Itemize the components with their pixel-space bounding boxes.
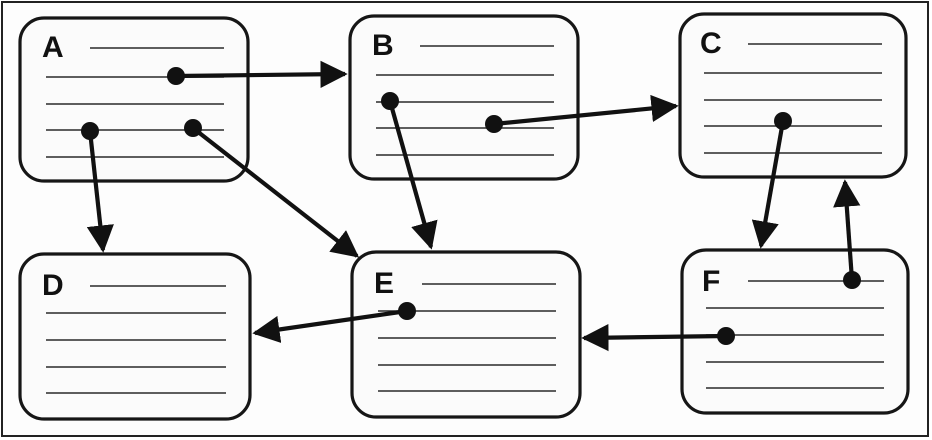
bullet-dot bbox=[843, 271, 861, 289]
bullet-dot bbox=[81, 122, 99, 140]
node-c-label: C bbox=[700, 27, 722, 60]
node-e-box bbox=[350, 250, 582, 419]
node-f-box bbox=[680, 248, 910, 415]
bullet-dot bbox=[717, 327, 735, 345]
node-d-label: D bbox=[42, 269, 64, 302]
edge-a-to-b bbox=[175, 60, 348, 88]
node-f: F bbox=[680, 248, 910, 415]
node-c-box bbox=[678, 12, 908, 179]
links bbox=[86, 60, 861, 352]
edge-b-to-e bbox=[387, 100, 438, 250]
bullet-dot bbox=[167, 67, 185, 85]
node-b: B bbox=[348, 14, 580, 181]
node-d: D bbox=[18, 252, 252, 421]
edge-c-to-f bbox=[751, 120, 786, 249]
node-a: A bbox=[18, 16, 250, 183]
node-f-label: F bbox=[702, 265, 720, 298]
node-b-label: B bbox=[372, 29, 394, 62]
bullet-dot bbox=[485, 115, 503, 133]
node-a-box bbox=[18, 16, 250, 183]
edge-a-to-d bbox=[86, 130, 114, 253]
node-d-box bbox=[18, 252, 252, 421]
node-a-label: A bbox=[42, 31, 64, 64]
bullet-dot bbox=[398, 302, 416, 320]
node-b-box bbox=[348, 14, 580, 181]
node-c: C bbox=[678, 12, 908, 179]
node-e: E bbox=[350, 250, 582, 419]
bullet-dot bbox=[184, 119, 202, 137]
edge-f-to-c bbox=[833, 179, 861, 281]
edge-b-to-c bbox=[493, 94, 679, 127]
edge-f-to-e bbox=[581, 324, 727, 352]
bullet-dot bbox=[381, 92, 399, 110]
bullet-dot bbox=[774, 112, 792, 130]
node-e-label: E bbox=[374, 267, 394, 300]
edge-e-to-d bbox=[252, 308, 408, 343]
edge-a-to-e bbox=[191, 126, 360, 258]
link-bullets bbox=[81, 67, 861, 345]
